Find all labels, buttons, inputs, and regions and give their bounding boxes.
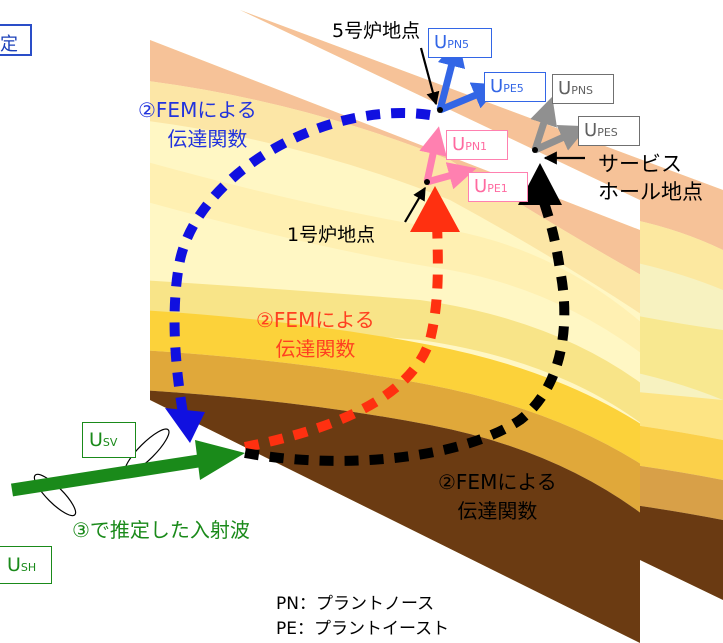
fem-upper-left-line2: 伝達関数 (167, 127, 248, 151)
legend-pe: PE：プラントイースト (276, 619, 450, 639)
incident-wave-label: ③で推定した入射波 (72, 518, 250, 542)
incident-wave (11, 428, 245, 517)
box-upe5: UPE5 (484, 72, 546, 102)
service-hole-label: サービス ホール地点 (598, 150, 703, 206)
blue-transfer-path (165, 108, 431, 443)
fem-lower-right-line1: ②FEMによる (438, 470, 557, 494)
box-upes-main: U (584, 120, 598, 141)
box-upn5-main: U (434, 32, 448, 53)
box-upe5-sub: PE5 (503, 82, 524, 95)
box-ush: USH (0, 546, 52, 584)
box-upe5-main: U (490, 76, 504, 97)
box-upn1: UPN1 (446, 130, 508, 160)
fem-center-line1: ②FEMによる (256, 308, 375, 332)
fem-center-line2: 伝達関数 (275, 337, 356, 361)
box-upn5: UPN5 (428, 28, 492, 58)
service-hole-line2: ホール地点 (598, 180, 703, 204)
box-usv-main: U (89, 429, 103, 451)
box-upes: UPES (578, 116, 640, 146)
black-transfer-path (244, 163, 570, 466)
box-upns-sub: PNS (571, 84, 594, 97)
unit5-pointer (419, 47, 440, 106)
legend: PN：プラントノース PE：プラントイースト (276, 592, 449, 642)
box-upn1-main: U (452, 134, 466, 155)
box-usv: USV (82, 422, 136, 458)
box-upe1-main: U (474, 176, 488, 197)
corner-label-text: 定 (0, 34, 18, 55)
service-vectors (530, 96, 588, 154)
box-ush-main: U (7, 554, 21, 576)
box-upns-main: U (558, 78, 572, 99)
box-upe1: UPE1 (468, 172, 528, 202)
box-usv-sub: SV (102, 436, 118, 449)
unit1-vectors (419, 126, 477, 190)
legend-pn: PN：プラントノース (276, 594, 435, 614)
box-upn1-sub: PN1 (465, 140, 488, 153)
box-ush-sub: SH (20, 561, 37, 574)
service-hole-line1: サービス (598, 152, 682, 176)
fem-lower-right-line2: 伝達関数 (457, 499, 538, 523)
corner-label-box: 定 (0, 24, 32, 56)
fem-label-upper-left: ②FEMによる 伝達関数 (138, 96, 257, 154)
box-upes-sub: PES (597, 126, 618, 139)
fem-upper-left-line1: ②FEMによる (138, 98, 257, 122)
box-upn5-sub: PN5 (447, 38, 470, 51)
unit1-location-label: 1号炉地点 (287, 224, 376, 246)
red-transfer-path (244, 186, 460, 452)
unit5-location-label: 5号炉地点 (332, 20, 421, 42)
unit1-pointer (404, 186, 426, 223)
fem-label-lower-right: ②FEMによる 伝達関数 (438, 468, 557, 526)
fem-label-center: ②FEMによる 伝達関数 (256, 306, 375, 364)
unit5-vectors (436, 38, 501, 114)
box-upns: UPNS (552, 74, 614, 104)
box-upe1-sub: PE1 (487, 182, 508, 195)
